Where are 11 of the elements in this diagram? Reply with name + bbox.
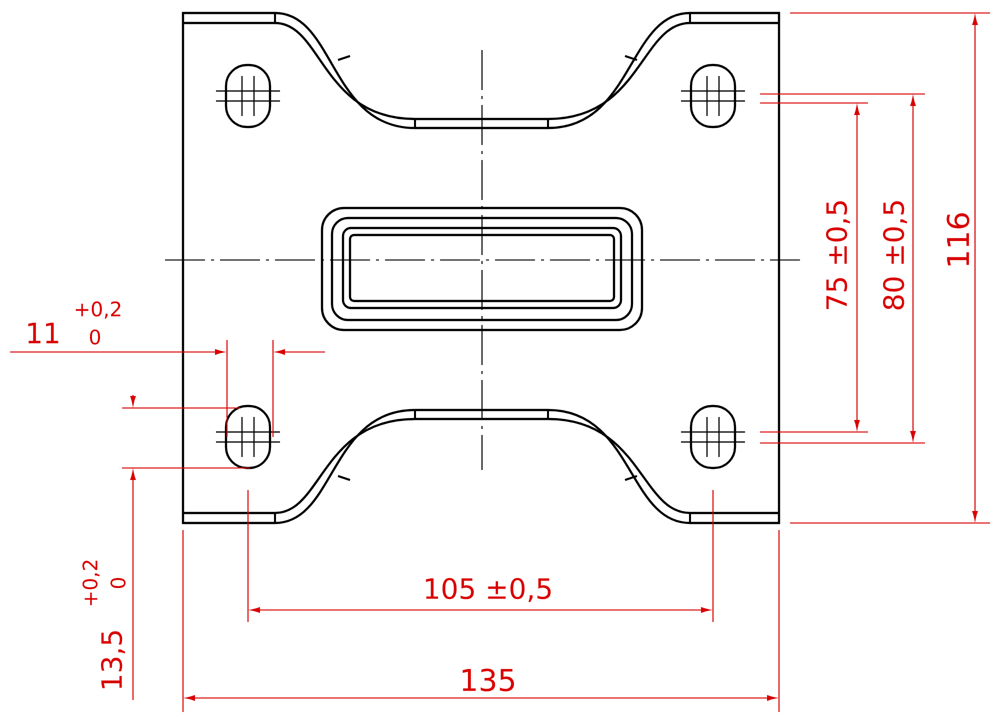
tolerance-text: 0 bbox=[90, 329, 100, 345]
dimension-text: 13,5 bbox=[101, 631, 126, 688]
dimension-text: 11 bbox=[28, 322, 58, 344]
dimension-text: 75 ±0,5 bbox=[826, 201, 850, 309]
dimension-text: 135 bbox=[462, 668, 514, 692]
tolerance-text: +0,2 bbox=[82, 560, 100, 606]
tolerance-text: +0,2 bbox=[76, 301, 120, 319]
dimension-text: 80 ±0,5 bbox=[883, 201, 908, 310]
tolerance-text: 0 bbox=[110, 578, 126, 588]
dimension-text: 105 ±0,5 bbox=[426, 578, 551, 602]
dimension-text: 116 bbox=[946, 213, 970, 266]
